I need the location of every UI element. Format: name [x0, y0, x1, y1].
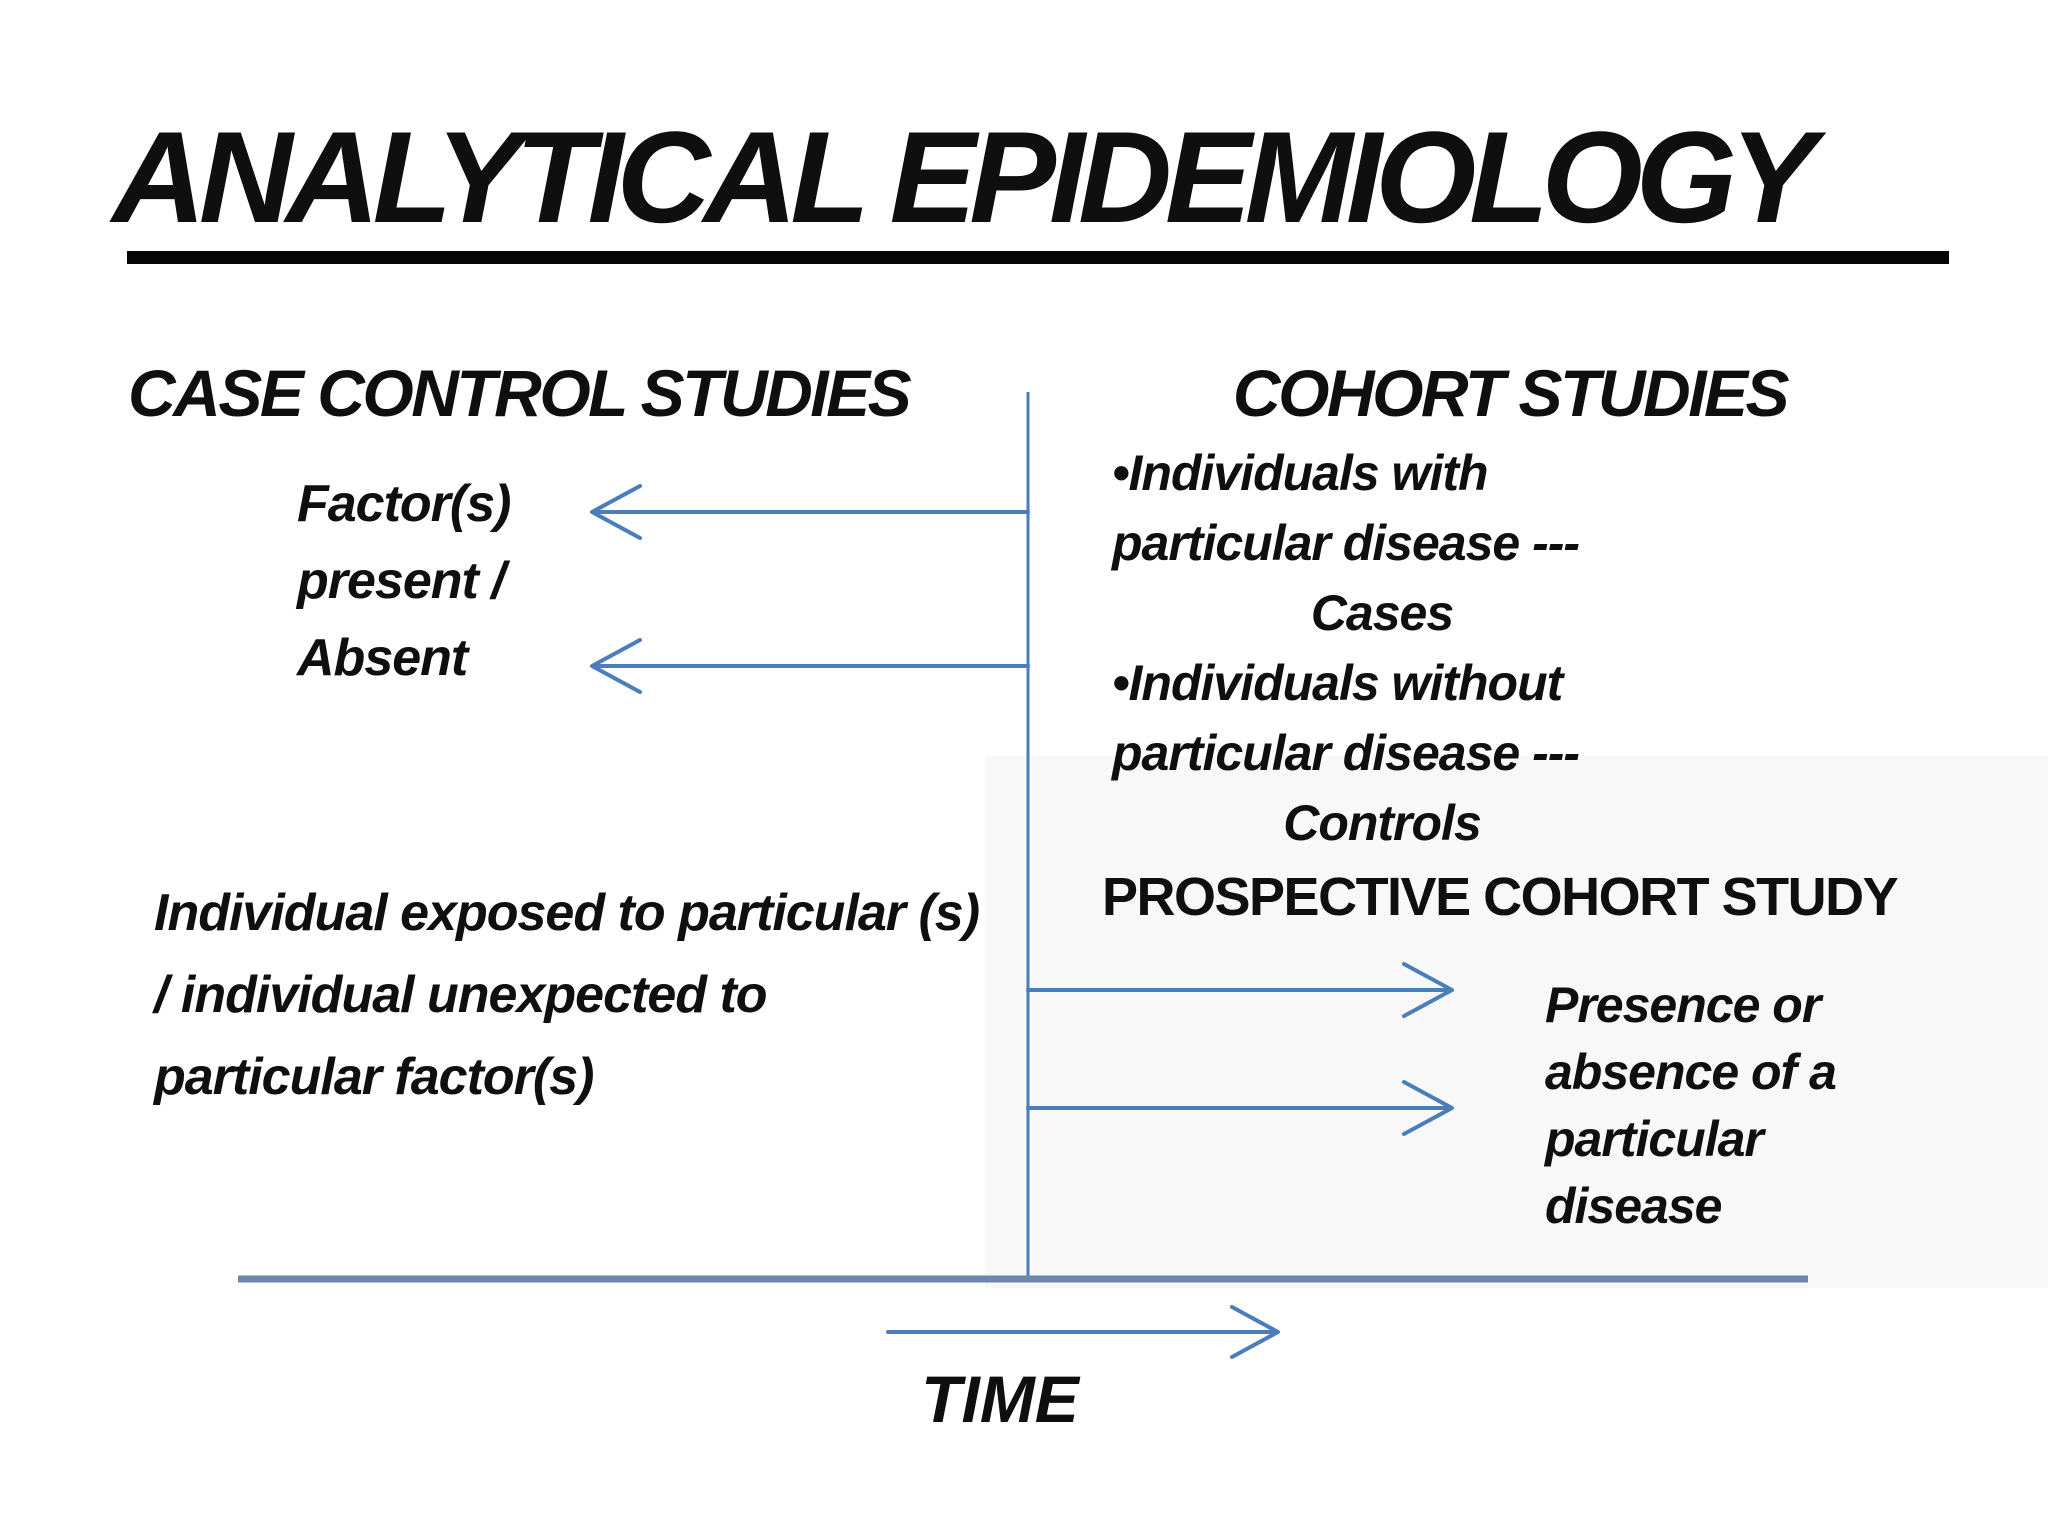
left-arrow-bottom: [590, 638, 1030, 694]
bullet-individuals-with: •Individuals with particular disease ---: [1112, 445, 1580, 571]
slide-title: ANALYTICAL EPIDEMIOLOGY: [112, 104, 1817, 250]
time-axis-label: TIME: [921, 1362, 1079, 1436]
cohort-studies-heading: COHORT STUDIES: [1232, 356, 1790, 430]
bullet-term-controls: Controls: [1283, 795, 1482, 851]
individual-exposed-label: Individual exposed to particular (s) / i…: [154, 884, 980, 1106]
time-arrow: [886, 1305, 1280, 1359]
bullet-term-cases: Cases: [1310, 585, 1454, 641]
case-control-heading: CASE CONTROL STUDIES: [128, 356, 912, 430]
factors-present-absent-label: Factor(s) present / Absent: [297, 475, 511, 687]
right-arrow-top: [1026, 962, 1454, 1018]
left-arrow-top-head: [590, 484, 642, 540]
left-arrow-bottom-head: [590, 638, 642, 694]
presence-absence-disease-label: Presence or absence of a particular dise…: [1545, 977, 1837, 1234]
left-arrow-top: [590, 484, 1030, 540]
title-underline-rule: [127, 251, 1949, 264]
cohort-bullet-list: •Individuals with particular disease ---…: [1112, 438, 1652, 858]
prospective-cohort-study-heading: PROSPECTIVE COHORT STUDY: [1102, 867, 1899, 927]
bullet-individuals-without: •Individuals without particular disease …: [1112, 655, 1580, 781]
background-tint: [985, 756, 2048, 1288]
time-arrow-head: [1230, 1305, 1280, 1359]
right-arrow-bottom-head: [1402, 1080, 1454, 1136]
right-arrow-bottom: [1026, 1080, 1454, 1136]
arrows-group: [590, 484, 1454, 1359]
right-arrow-top-head: [1402, 962, 1454, 1018]
